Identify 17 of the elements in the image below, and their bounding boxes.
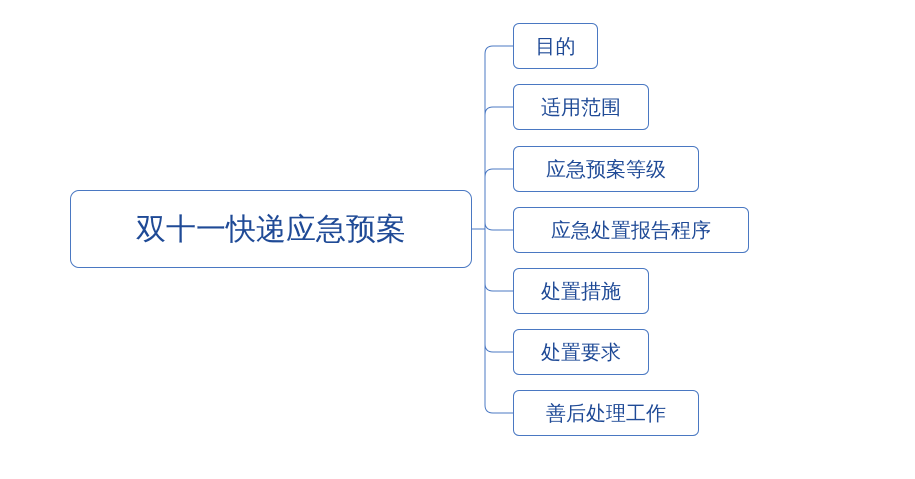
connector-line	[472, 228, 514, 414]
topic-label: 应急预案等级	[546, 156, 666, 182]
topic-label: 处置要求	[541, 338, 621, 366]
subtopic-box	[513, 84, 649, 130]
topic-label: 应急处置报告程序	[551, 216, 711, 244]
central-topic-box	[70, 190, 472, 268]
subtopic-box	[513, 146, 699, 192]
subtopic-box	[513, 207, 749, 253]
topic-label: 处置措施	[541, 278, 621, 304]
topic-label: 适用范围	[541, 94, 621, 120]
topic-label: 善后处理工作	[546, 400, 666, 426]
topic-label: 目的	[536, 32, 576, 60]
topic-title: 双十一快递应急预案	[136, 210, 406, 248]
subtopic-box	[513, 23, 598, 69]
subtopic-box	[513, 329, 649, 375]
subtopic-box	[513, 268, 649, 314]
subtopic-box	[513, 390, 699, 436]
